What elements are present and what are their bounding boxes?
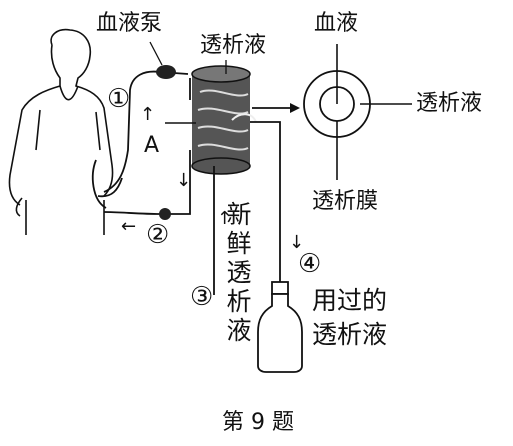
blood-pump [156, 65, 176, 79]
figure-caption: 第 9 题 [222, 410, 294, 435]
human-figure [8, 28, 114, 235]
fresh-char-4: 析 [226, 287, 252, 316]
fresh-char-1: 新 [226, 200, 252, 229]
arrow-up-left: ↑ [140, 104, 156, 125]
fresh-char-5: 液 [226, 316, 252, 345]
valve-bottom [159, 208, 171, 220]
pump-label: 血液泵 [96, 11, 163, 36]
marker-1: ① [107, 84, 131, 114]
point-a-label: A [144, 133, 160, 158]
arrow-down-used: ↓ [289, 232, 305, 253]
marker-4: ④ [298, 249, 322, 279]
arrow-to-section-head [290, 103, 300, 113]
dialysate-top-label: 透析液 [200, 33, 267, 58]
arrow-down-right: ↓ [176, 170, 192, 191]
marker-2: ② [146, 220, 170, 250]
used-dialysate-line [250, 121, 281, 282]
used-dialysate-bottle [257, 281, 303, 373]
marker-3: ③ [190, 282, 214, 312]
fresh-dialysate-label: 新 鲜 透 析 液 [224, 200, 254, 345]
arrow-left-bottom: ← [121, 216, 137, 237]
dialyzer [191, 65, 257, 175]
membrane-label: 透析膜 [312, 189, 379, 214]
dialysate-right-label: 透析液 [416, 91, 483, 116]
blood-tubing [91, 70, 191, 215]
arrow-up-fresh: ↑ [217, 208, 233, 229]
fresh-char-2: 鲜 [226, 229, 252, 258]
used-dialysate-line1: 用过的 [312, 286, 388, 315]
fresh-char-3: 透 [226, 258, 252, 287]
used-dialysate-line2: 透析液 [312, 320, 388, 349]
pump-pointer [149, 41, 163, 66]
blood-label: 血液 [314, 11, 359, 36]
